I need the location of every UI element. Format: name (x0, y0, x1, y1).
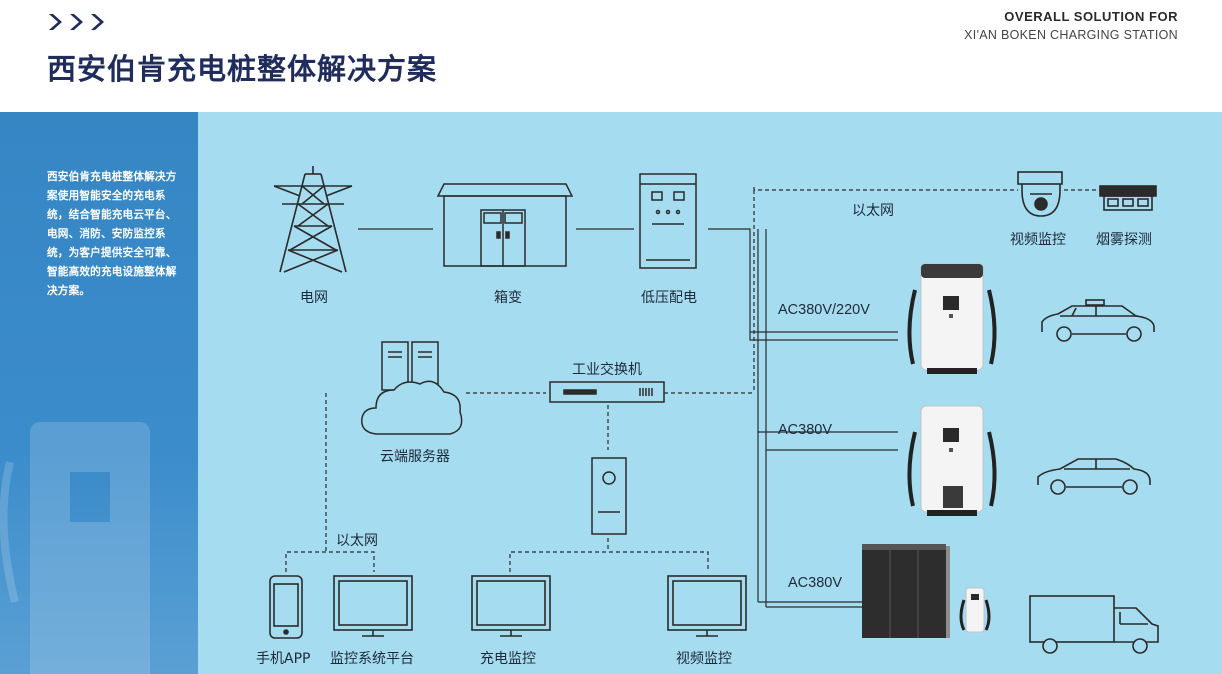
dc-charger-icon-2 (907, 405, 997, 516)
sidebar: 西安伯肯充电桩整体解决方案使用智能安全的充电系统，结合智能充电云平台、电网、消防… (0, 112, 198, 674)
ethernet-top-label: 以太网 (852, 203, 894, 219)
power-tower-icon (273, 166, 353, 273)
dc-charger-icon (907, 263, 997, 374)
charger-watermark-icon (0, 422, 150, 674)
cloud-server-label: 云端服务器 (380, 449, 450, 465)
page-title: 西安伯肯充电桩整体解决方案 (47, 52, 438, 86)
chevron-decoration (47, 12, 105, 32)
diagram-lines (285, 187, 1100, 608)
security-camera-icon (1017, 171, 1063, 217)
charge-monitor-label: 充电监控 (480, 651, 536, 667)
ac-380-a-label: AC380V (778, 422, 833, 438)
english-title-line2: XI'AN BOKEN CHARGING STATION (964, 28, 1178, 42)
truck-icon (1029, 595, 1159, 654)
ac-380-b-label: AC380V (788, 575, 843, 591)
taxi-car-icon (1041, 299, 1155, 342)
sidebar-description: 西安伯肯充电桩整体解决方案使用智能安全的充电系统，结合智能充电云平台、电网、消防… (47, 171, 177, 297)
smoke-detector-icon (1099, 185, 1157, 211)
mobile-app-label: 手机APP (256, 651, 311, 667)
server-tower-icon (591, 457, 627, 535)
chevron-right-icon (91, 14, 104, 30)
ac-380-220-label: AC380V/220V (778, 302, 870, 318)
chevron-right-icon (70, 14, 83, 30)
monitor-platform-icon (333, 575, 413, 637)
ethernet-left-label: 以太网 (336, 533, 378, 549)
industrial-switch-icon (549, 381, 665, 403)
sedan-car-icon (1037, 458, 1151, 495)
box-transformer-icon (436, 183, 574, 267)
charge-monitor-icon (471, 575, 551, 637)
video-monitor-icon (667, 575, 747, 637)
split-charger-cabinet-icon (862, 544, 991, 638)
cloud-server-icon (361, 341, 463, 435)
solution-diagram: 电网 箱变 低压配电 以太网 (198, 112, 1222, 674)
monitor-platform-label: 监控系统平台 (330, 651, 414, 667)
english-title-line1: OVERALL SOLUTION FOR (1004, 9, 1178, 24)
page-header: 西安伯肯充电桩整体解决方案 OVERALL SOLUTION FOR XI'AN… (0, 0, 1222, 112)
smoke-detect-label: 烟雾探测 (1096, 232, 1152, 248)
low-voltage-label: 低压配电 (641, 290, 697, 306)
industrial-switch-label: 工业交换机 (572, 362, 642, 378)
mobile-phone-icon (269, 575, 303, 639)
low-voltage-cabinet-icon (639, 173, 697, 269)
chevron-right-icon (49, 14, 62, 30)
grid-label: 电网 (300, 290, 328, 306)
video-monitor-bottom-label: 视频监控 (676, 651, 732, 667)
box-transformer-label: 箱变 (494, 290, 522, 306)
video-monitor-top-label: 视频监控 (1010, 232, 1066, 248)
